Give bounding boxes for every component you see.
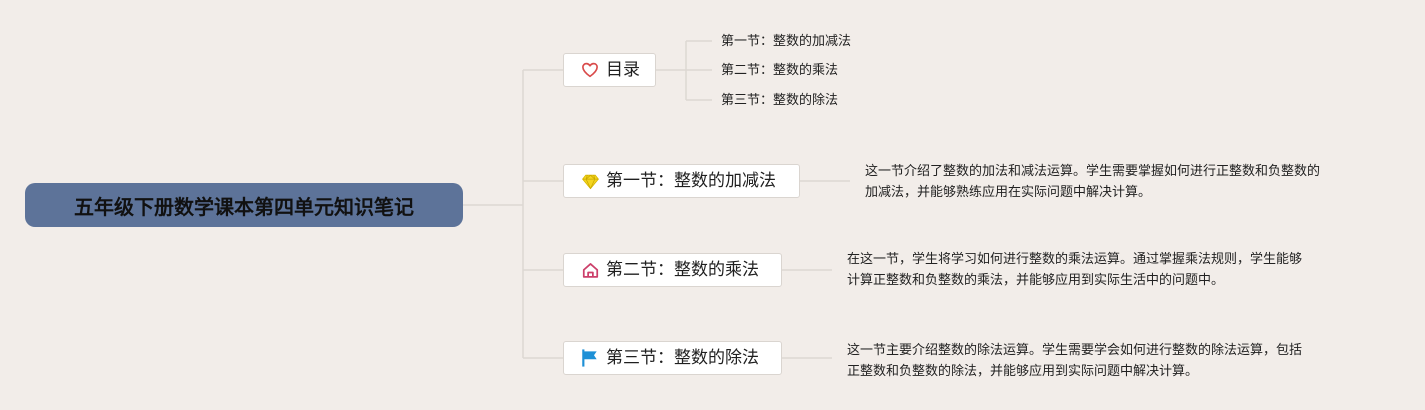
branch-toc-label: 目录	[606, 59, 640, 80]
section-1-note-line-1: 这一节介绍了整数的加法和减法运算。学生需要掌握如何进行正整数和负整数的	[865, 164, 1321, 179]
section-3-note-line-1: 这一节主要介绍整数的除法运算。学生需要学会如何进行整数的除法运算，包括	[847, 343, 1303, 358]
root-topic[interactable]: 五年级下册数学课本第四单元知识笔记	[25, 183, 463, 227]
branch-toc[interactable]: 目录	[563, 53, 656, 87]
branch-section-1-label: 第一节：整数的加减法	[606, 170, 776, 191]
toc-item-section-2[interactable]: 第二节：整数的乘法	[721, 63, 839, 78]
branch-section-3[interactable]: 第三节：整数的除法	[563, 341, 782, 375]
section-1-note-line-2: 加减法，并能够熟练应用在实际问题中解决计算。	[865, 185, 1152, 200]
branch-section-1[interactable]: 第一节：整数的加减法	[563, 164, 800, 198]
house-icon	[580, 260, 600, 280]
section-3-note-line-2: 正整数和负整数的除法，并能够应用到实际问题中解决计算。	[847, 364, 1199, 379]
branch-section-2-label: 第二节：整数的乘法	[606, 259, 759, 280]
diamond-icon	[580, 171, 600, 191]
section-2-note-line-1: 在这一节，学生将学习如何进行整数的乘法运算。通过掌握乘法规则，学生能够	[847, 252, 1303, 267]
section-3-note: 这一节主要介绍整数的除法运算。学生需要学会如何进行整数的除法运算，包括 正整数和…	[847, 340, 1302, 382]
toc-item-section-3[interactable]: 第三节：整数的除法	[721, 93, 839, 108]
branch-section-2[interactable]: 第二节：整数的乘法	[563, 253, 782, 287]
section-2-note-line-2: 计算正整数和负整数的乘法，并能够应用到实际生活中的问题中。	[847, 273, 1225, 288]
flag-icon	[580, 348, 600, 368]
section-1-note: 这一节介绍了整数的加法和减法运算。学生需要掌握如何进行正整数和负整数的 加减法，…	[865, 161, 1320, 203]
section-2-note: 在这一节，学生将学习如何进行整数的乘法运算。通过掌握乘法规则，学生能够 计算正整…	[847, 249, 1302, 291]
root-topic-label: 五年级下册数学课本第四单元知识笔记	[74, 195, 414, 219]
heart-icon	[580, 60, 600, 80]
toc-item-section-1[interactable]: 第一节：整数的加减法	[721, 34, 852, 49]
branch-section-3-label: 第三节：整数的除法	[606, 347, 759, 368]
